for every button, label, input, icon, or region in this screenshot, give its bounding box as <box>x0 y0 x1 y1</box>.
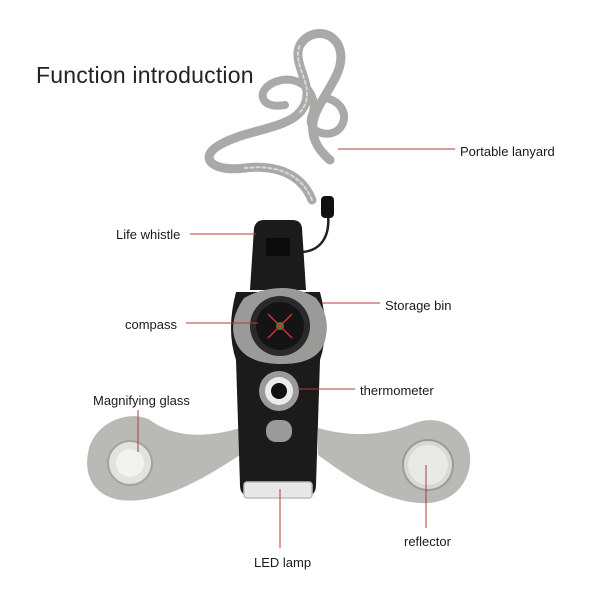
label-led-lamp: LED lamp <box>254 555 312 570</box>
leader-lines <box>137 148 455 548</box>
wings-illustration <box>87 416 471 504</box>
lanyard-illustration <box>204 29 348 254</box>
label-magnifying-glass: Magnifying glass <box>93 393 190 408</box>
label-life-whistle: Life whistle <box>116 227 181 242</box>
label-compass: compass <box>125 317 178 332</box>
cord-stopper <box>321 196 334 218</box>
label-thermometer: thermometer <box>360 383 434 398</box>
label-portable-lanyard: Portable lanyard <box>460 144 555 159</box>
page-title: Function introduction <box>36 62 254 88</box>
label-storage-bin: Storage bin <box>385 298 452 313</box>
label-reflector: reflector <box>404 534 451 549</box>
whistle-body-illustration <box>231 220 327 499</box>
